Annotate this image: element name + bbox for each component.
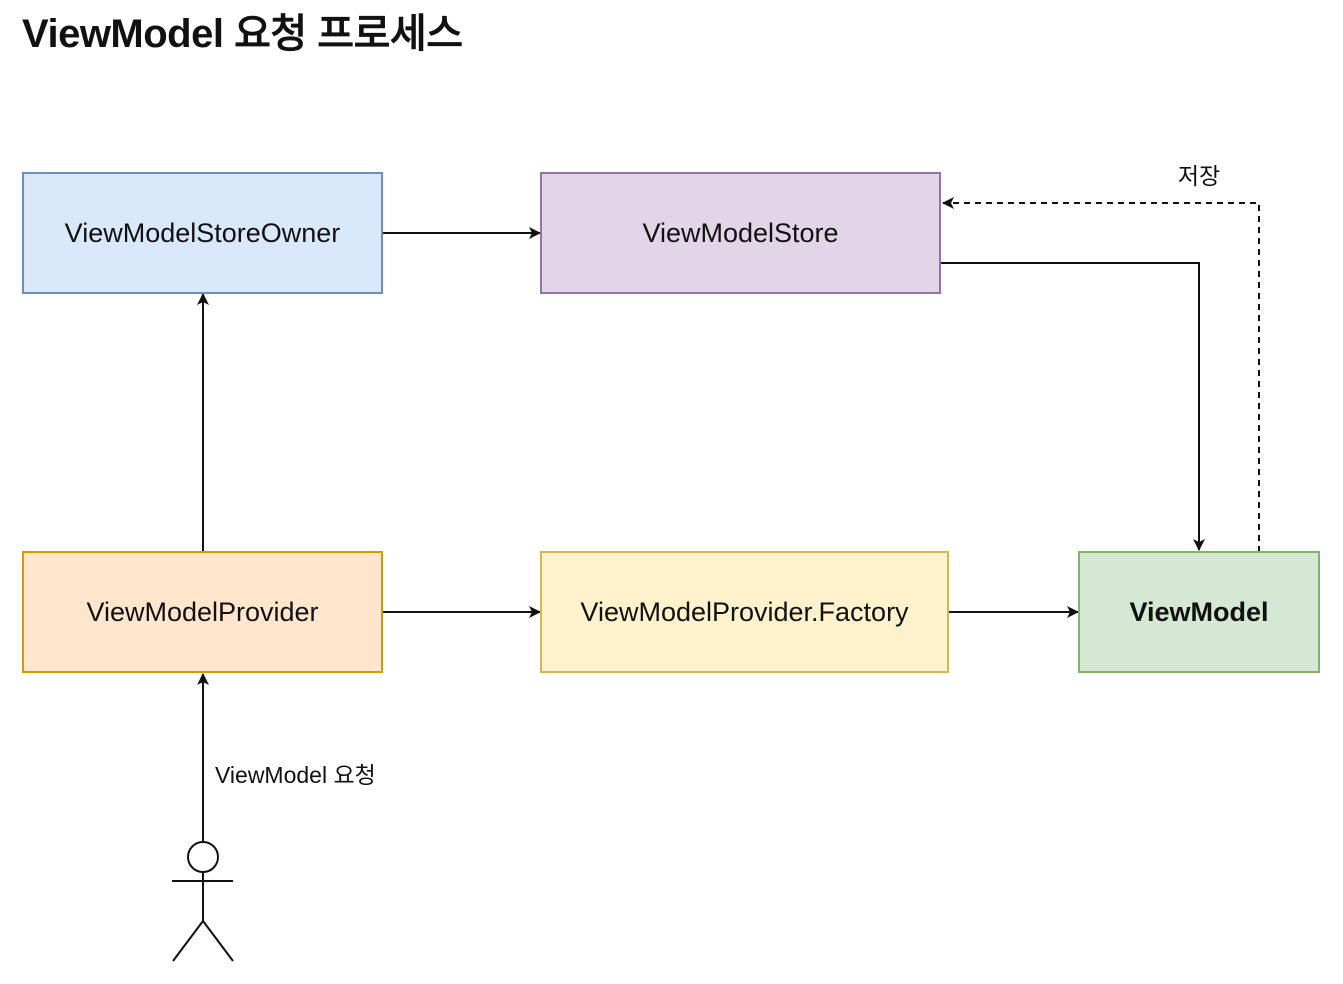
node-viewmodelprovider: ViewModelProvider xyxy=(22,551,383,673)
edge-store-to-viewmodel xyxy=(941,262,1205,551)
node-viewmodelstore: ViewModelStore xyxy=(540,172,941,294)
node-viewmodel-label: ViewModel xyxy=(1129,597,1268,627)
node-viewmodel: ViewModel xyxy=(1078,551,1320,673)
actor-user-icon xyxy=(172,841,234,962)
edge-viewmodel-save-to-store xyxy=(942,197,1260,552)
actor-head xyxy=(187,841,219,873)
request-edge-label: ViewModel 요청 xyxy=(215,762,376,788)
node-viewmodelprovider-factory-label: ViewModelProvider.Factory xyxy=(580,597,909,627)
save-edge-label: 저장 xyxy=(1178,163,1220,189)
node-viewmodelstoreowner: ViewModelStoreOwner xyxy=(22,172,383,294)
actor-left-leg xyxy=(172,920,204,962)
page-title: ViewModel 요청 프로세스 xyxy=(22,12,463,56)
node-viewmodelprovider-factory: ViewModelProvider.Factory xyxy=(540,551,949,673)
node-viewmodelprovider-label: ViewModelProvider xyxy=(86,597,318,627)
actor-right-leg xyxy=(202,920,234,962)
node-viewmodelstoreowner-label: ViewModelStoreOwner xyxy=(65,218,341,248)
node-viewmodelstore-label: ViewModelStore xyxy=(642,218,838,248)
